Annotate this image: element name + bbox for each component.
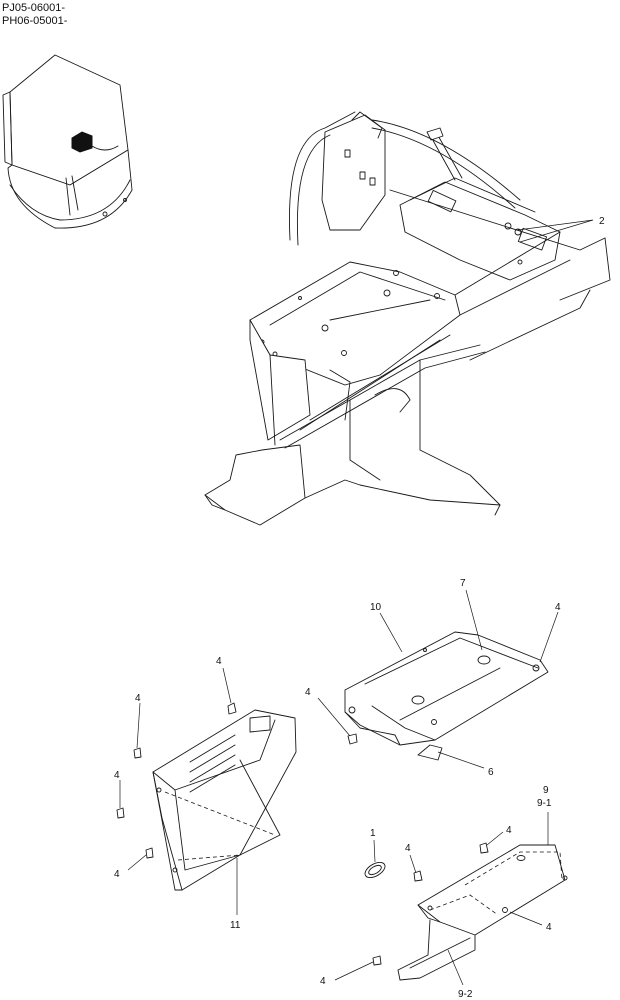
- callout-9-1: 9-1: [537, 798, 552, 809]
- callout-6: 6: [488, 767, 494, 778]
- callout-7: 7: [460, 578, 466, 589]
- callout-9: 9: [543, 785, 549, 796]
- callout-4g: 4: [405, 843, 411, 854]
- model-code-1: PJ05-06001-: [2, 2, 65, 14]
- leader-lines: [119, 589, 559, 986]
- model-code-2: PH06-05001-: [2, 15, 68, 27]
- callout-4h: 4: [506, 825, 512, 836]
- callout-2: 2: [599, 216, 605, 227]
- part-bracket-9: [364, 842, 568, 981]
- callout-4c: 4: [216, 656, 222, 667]
- callout-4j: 4: [320, 976, 326, 987]
- callout-9-2: 9-2: [458, 989, 473, 1000]
- callout-4i: 4: [546, 922, 552, 933]
- callout-4e: 4: [114, 770, 120, 781]
- callout-1: 1: [370, 828, 376, 839]
- excavator-cab-locator-icon: [2, 54, 133, 229]
- callout-4a: 4: [555, 602, 561, 613]
- callout-4b: 4: [305, 687, 311, 698]
- callout-10: 10: [370, 602, 382, 613]
- callout-11: 11: [230, 920, 241, 931]
- seat-stand-assembly: [204, 111, 611, 526]
- callout-4d: 4: [135, 693, 141, 704]
- part-panel-11: [116, 702, 297, 891]
- callout-4f: 4: [114, 869, 120, 880]
- part-cover-10: [344, 631, 549, 761]
